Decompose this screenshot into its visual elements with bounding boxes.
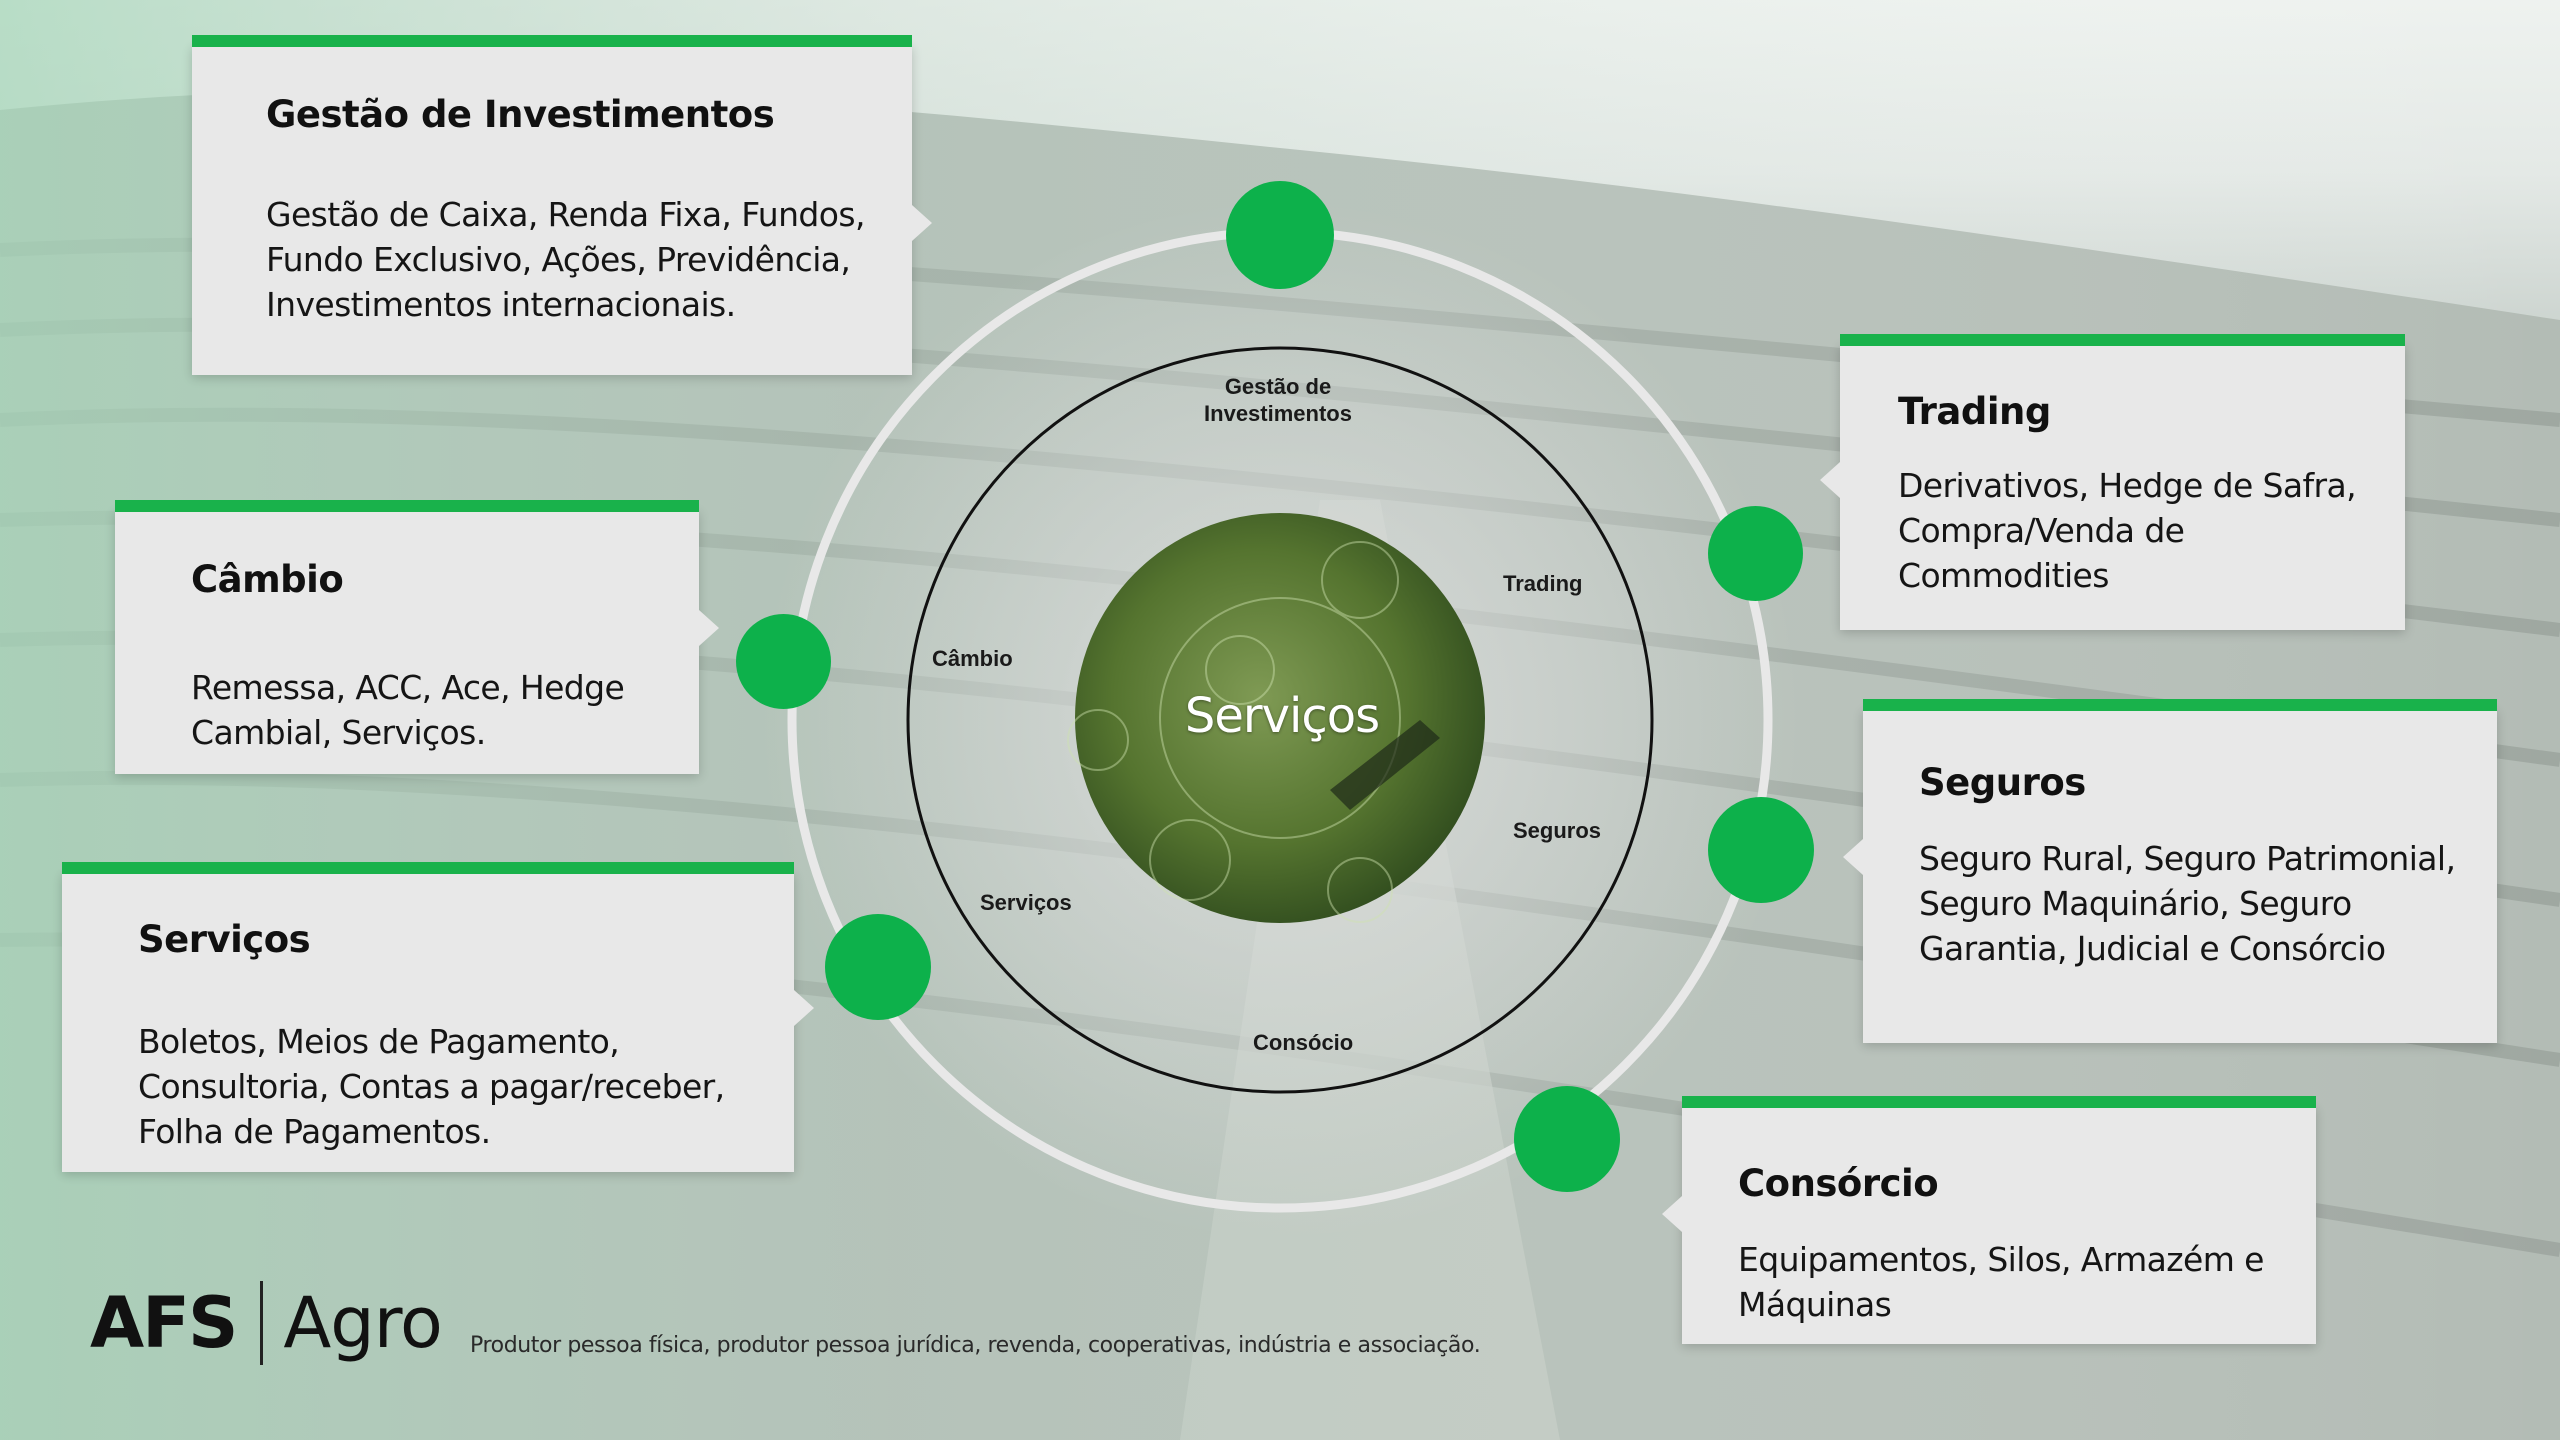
node-seguros (1708, 797, 1814, 903)
logo-product: Agro (283, 1282, 442, 1364)
node-gestao (1226, 181, 1334, 289)
card-seguros: Seguros Seguro Rural, Seguro Patrimonial… (1843, 699, 2497, 1043)
card-text: Equipamentos, Silos, Armazém e Máquinas (1738, 1240, 2264, 1324)
card-trading: Trading Derivativos, Hedge de Safra, Com… (1820, 334, 2405, 630)
footnote: Produtor pessoa física, produtor pessoa … (470, 1333, 1481, 1358)
card-gestao: Gestão de Investimentos Gestão de Caixa,… (192, 35, 932, 375)
ring-label-servicos: Serviços (980, 890, 1072, 915)
card-pointer (1843, 839, 1863, 875)
card-title: Seguros (1919, 761, 2086, 804)
ring-label-trading: Trading (1503, 571, 1583, 596)
card-title: Trading (1898, 390, 2051, 433)
card-pointer (912, 205, 932, 241)
ring-label-seguros: Seguros (1513, 818, 1602, 843)
afs-agro-logo: AFS Agro (90, 1278, 443, 1368)
card-pointer (1662, 1196, 1682, 1232)
card-text: Derivativos, Hedge de Safra, Compra/Vend… (1898, 466, 2357, 595)
ring-label-cambio: Câmbio (932, 646, 1013, 671)
node-cambio (736, 614, 831, 709)
card-consorcio: Consórcio Equipamentos, Silos, Armazém e… (1662, 1096, 2316, 1344)
logo-separator (260, 1281, 264, 1365)
node-trading (1708, 506, 1803, 601)
logo-brand: AFS (90, 1282, 238, 1364)
node-consorcio (1514, 1086, 1620, 1192)
card-title: Câmbio (191, 558, 344, 601)
center-title: Serviços (1184, 688, 1380, 744)
center-photo (1075, 513, 1485, 923)
card-text: Gestão de Caixa, Renda Fixa, Fundos, Fun… (266, 195, 865, 324)
inner-ring (906, 346, 1654, 1094)
card-text: Boletos, Meios de Pagamento, Consultoria… (138, 1022, 725, 1151)
card-pointer (794, 990, 814, 1026)
card-title: Serviços (138, 918, 311, 961)
card-text: Remessa, ACC, Ace, Hedge Cambial, Serviç… (191, 668, 625, 752)
card-pointer (1820, 462, 1840, 498)
card-title: Consórcio (1738, 1162, 1939, 1205)
card-cambio: Câmbio Remessa, ACC, Ace, Hedge Cambial,… (115, 500, 719, 774)
ring-label-consorcio: Consócio (1253, 1030, 1354, 1055)
card-pointer (699, 610, 719, 646)
card-title: Gestão de Investimentos (266, 93, 775, 136)
node-servicos (825, 914, 931, 1020)
card-text: Seguro Rural, Seguro Patrimonial, Seguro… (1919, 839, 2456, 968)
card-servicos: Serviços Boletos, Meios de Pagamento, Co… (62, 862, 814, 1172)
ring-label-gestao: Gestão de Investimentos (1204, 374, 1352, 426)
